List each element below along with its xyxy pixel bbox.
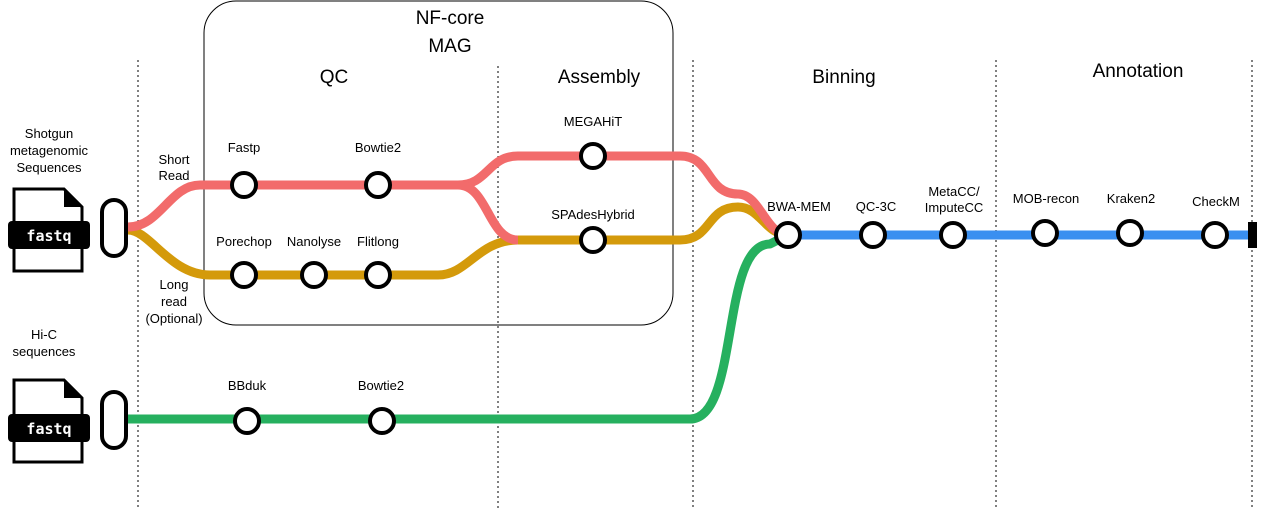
tool-label-metacc-1: MetaCC/ bbox=[928, 184, 980, 199]
node-bowtie2-hic bbox=[368, 407, 396, 435]
node-bbduk bbox=[233, 407, 261, 435]
file-type-label: fastq bbox=[26, 227, 71, 245]
box-title-line2: MAG bbox=[428, 36, 471, 57]
tool-label-megahit: MEGAHiT bbox=[564, 114, 623, 129]
tool-label-fastp: Fastp bbox=[228, 140, 261, 155]
node-checkm bbox=[1201, 221, 1229, 249]
node-megahit bbox=[579, 142, 607, 170]
nf-core-mag-box bbox=[203, 0, 674, 326]
hic-track bbox=[128, 230, 791, 424]
node-mob-recon bbox=[1031, 219, 1059, 247]
section-assembly: Assembly bbox=[558, 67, 641, 88]
section-annotation: Annotation bbox=[1093, 61, 1184, 82]
input-port bbox=[100, 390, 128, 450]
node-qc3c bbox=[859, 221, 887, 249]
node-fastp bbox=[230, 171, 258, 199]
box-title-line1: NF-core bbox=[416, 8, 485, 29]
short-read-label-2: Read bbox=[158, 168, 189, 183]
node-kraken2 bbox=[1116, 219, 1144, 247]
hic-label-2: sequences bbox=[13, 344, 76, 359]
shotgun-input: fastq Shotgun metagenomic Sequences bbox=[8, 126, 128, 273]
node-bwa-mem bbox=[774, 221, 802, 249]
file-type-label: fastq bbox=[26, 420, 71, 438]
pipeline-end-marker bbox=[1248, 222, 1257, 248]
short-read-label-1: Short bbox=[158, 152, 189, 167]
section-qc: QC bbox=[320, 67, 349, 88]
tool-label-qc3c: QC-3C bbox=[856, 199, 896, 214]
tool-label-bowtie2-short: Bowtie2 bbox=[355, 140, 401, 155]
node-filtlong bbox=[364, 261, 392, 289]
hic-label-1: Hi-C bbox=[31, 327, 57, 342]
section-binning: Binning bbox=[812, 67, 875, 88]
node-metacc bbox=[939, 221, 967, 249]
short-read-spades-branch bbox=[457, 180, 519, 245]
shotgun-label-2: metagenomic bbox=[10, 143, 89, 158]
hic-input: fastq Hi-C sequences bbox=[8, 327, 128, 464]
long-read-label-2: read bbox=[161, 294, 187, 309]
node-porechop bbox=[230, 261, 258, 289]
node-nanolyse bbox=[300, 261, 328, 289]
node-spades-hybrid bbox=[579, 226, 607, 254]
shotgun-label-3: Sequences bbox=[16, 160, 82, 175]
node-bowtie2-short bbox=[364, 171, 392, 199]
tool-label-porechop: Porechop bbox=[216, 234, 272, 249]
input-port bbox=[100, 198, 128, 258]
tool-label-metacc-2: ImputeCC bbox=[925, 200, 984, 215]
tool-label-checkm: CheckM bbox=[1192, 194, 1240, 209]
fastq-file-icon: fastq bbox=[8, 187, 90, 273]
tool-label-mob-recon: MOB-recon bbox=[1013, 191, 1079, 206]
tool-label-bwa-mem: BWA-MEM bbox=[767, 199, 831, 214]
tool-label-spades-hybrid: SPAdesHybrid bbox=[551, 207, 635, 222]
tool-label-kraken2: Kraken2 bbox=[1107, 191, 1155, 206]
tool-label-bowtie2-hic: Bowtie2 bbox=[358, 378, 404, 393]
long-read-label-1: Long bbox=[160, 277, 189, 292]
short-read-track bbox=[127, 151, 789, 240]
long-read-label-3: (Optional) bbox=[145, 311, 202, 326]
tool-label-bbduk: BBduk bbox=[228, 378, 267, 393]
tool-label-filtlong: Flitlong bbox=[357, 234, 399, 249]
fastq-file-icon: fastq bbox=[8, 378, 90, 464]
shotgun-label-1: Shotgun bbox=[25, 126, 73, 141]
tool-label-nanolyse: Nanolyse bbox=[287, 234, 341, 249]
